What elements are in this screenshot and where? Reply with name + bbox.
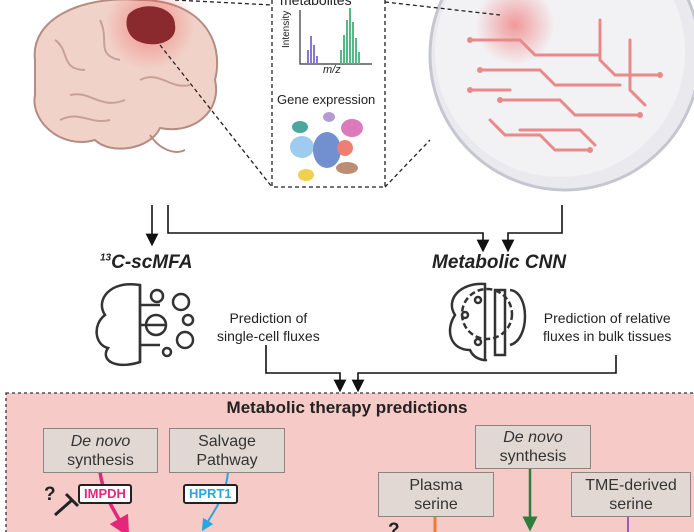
therapy-title: Metabolic therapy predictions xyxy=(226,398,468,417)
box-line2: serine xyxy=(414,495,458,513)
arrow-cnn-to-therapy xyxy=(351,355,617,393)
cnn-desc-line2: fluxes in bulk tissues xyxy=(543,328,672,344)
inhibition-icon xyxy=(54,492,80,517)
box-line2: synthesis xyxy=(67,451,134,469)
scmfa-title: 13C-scMFA xyxy=(100,252,192,274)
impdh-label: IMPDH xyxy=(78,484,132,504)
box-right-de-novo: De novo synthesis xyxy=(475,425,591,469)
cnn-brain-circuit-icon xyxy=(448,282,527,362)
mass-spectrum xyxy=(299,8,372,65)
mz-axis-label: m/z xyxy=(323,64,341,76)
scmfa-desc-line1: Prediction of xyxy=(229,310,308,326)
box-line1: De novo xyxy=(503,429,563,446)
petri-dish-illustration xyxy=(428,0,694,192)
cnn-title: Metabolic CNN xyxy=(432,252,567,273)
box-line1: TME-derived xyxy=(585,476,677,494)
arrow-dish-to-cnn xyxy=(501,205,563,253)
metabolites-label: metabolites xyxy=(280,0,352,8)
scmfa-title-text: C-scMFA xyxy=(111,252,193,273)
cnn-desc-line1: Prediction of relative xyxy=(543,310,671,326)
cnn-description: Prediction of relative fluxes in bulk tis… xyxy=(543,309,671,345)
gene-expression-label: Gene expression xyxy=(277,92,376,107)
brain-illustration xyxy=(33,0,219,153)
box-line1: De novo xyxy=(70,432,131,450)
scmfa-superscript: 13 xyxy=(100,252,112,264)
circuit-lines xyxy=(468,18,662,152)
question-mark: ? xyxy=(44,484,56,505)
box-line2: synthesis xyxy=(499,448,567,465)
question-mark-serine: ? xyxy=(388,520,400,532)
scmfa-description: Prediction of single-cell fluxes xyxy=(217,309,320,345)
brain-gears-icon xyxy=(95,282,195,367)
intensity-axis-label: Intensity xyxy=(281,10,292,48)
box-line2: serine xyxy=(609,495,653,513)
box-line2: Pathway xyxy=(196,451,258,469)
arrow-scmfa-to-therapy xyxy=(265,345,347,393)
zoom-connectors xyxy=(159,0,501,188)
scmfa-desc-line2: single-cell fluxes xyxy=(217,328,320,344)
arrow-brain-to-cnn xyxy=(167,205,490,253)
box-line1: Plasma xyxy=(409,476,463,494)
tumor xyxy=(126,6,176,45)
hprt1-label: HPRT1 xyxy=(183,484,238,504)
gene-expression-clusters xyxy=(290,112,363,181)
box-line1: Salvage xyxy=(198,432,256,450)
